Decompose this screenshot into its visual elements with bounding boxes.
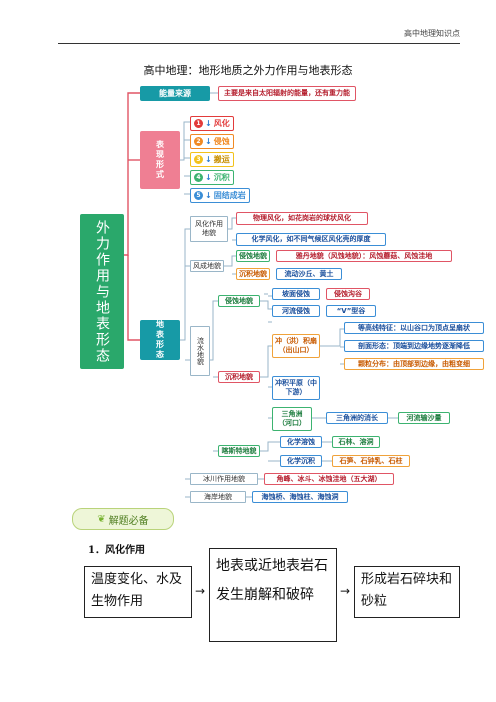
number-badge: 1 — [194, 119, 203, 128]
river-erosion-detail: “V”型谷 — [326, 305, 376, 317]
wind-erosion: 侵蚀地貌 — [236, 250, 270, 262]
surface-item: 5↓固结成岩 — [190, 188, 250, 203]
flow-arrow-icon: → — [340, 584, 351, 598]
chemical-deposit: 化学沉积 — [280, 455, 322, 467]
karst-deposit-detail: 石笋、石钟乳、石柱 — [332, 455, 410, 467]
leaf-icon: ❦ — [97, 513, 106, 525]
arrow-down-icon: ↓ — [205, 191, 212, 200]
wind-erosion-detail: 雅丹地貌（风蚀地貌）：风蚀蘑菇、风蚀洼地 — [276, 250, 452, 262]
fan-contour: 等高线特征：以山谷口为顶点呈扇状 — [344, 322, 484, 334]
arrow-down-icon: ↓ — [205, 155, 212, 164]
surface-item-label: 风化 — [213, 119, 230, 128]
arrow-down-icon: ↓ — [205, 119, 212, 128]
water-landform: 流水地貌 — [190, 326, 210, 376]
surface-item: 3↓搬运 — [190, 152, 234, 167]
physical-weathering: 物理风化，如花岗岩的球状风化 — [236, 212, 368, 225]
chemical-weathering: 化学风化，如不同气候区风化壳的厚度 — [236, 233, 386, 246]
section-heading: 1．风化作用 — [88, 545, 145, 556]
glacier-landform: 冰川作用地貌 — [190, 473, 258, 485]
landforms-node: 地表形态 — [140, 320, 180, 360]
surface-item: 2↓侵蚀 — [190, 134, 234, 149]
wind-landform: 风成地貌 — [190, 260, 224, 272]
surface-item-label: 固结成岩 — [213, 191, 246, 200]
weathering-landform: 风化作用地貌 — [190, 216, 228, 242]
arrow-down-icon: ↓ — [205, 137, 212, 146]
number-badge: 4 — [194, 173, 203, 182]
fan-particles: 颗粒分布：由顶部到边缘，由粗变细 — [344, 358, 484, 370]
surface-item: 4↓沉积 — [190, 170, 234, 185]
number-badge: 2 — [194, 137, 203, 146]
flow-arrow-icon: → — [195, 584, 206, 598]
river-sediment: 河流输沙量 — [398, 412, 450, 424]
water-deposit: 沉积地貌 — [218, 371, 260, 383]
arrow-down-icon: ↓ — [205, 173, 212, 182]
energy-detail: 主要是来自太阳辐射的能量，还有重力能 — [218, 86, 356, 101]
delta-growth: 三角洲的消长 — [326, 412, 388, 424]
surface-item-label: 侵蚀 — [213, 137, 230, 146]
flow-step-1: 温度变化、水及生物作用 — [84, 566, 192, 618]
slope-erosion-detail: 侵蚀沟谷 — [326, 288, 370, 300]
wind-deposit: 沉积地貌 — [236, 268, 270, 280]
alluvial-plain: 冲积平原（中下游） — [272, 376, 320, 400]
flow-step-2: 地表或近地表岩石发生崩解和破碎 — [209, 548, 337, 642]
energy-node: 能量来源 — [140, 86, 210, 101]
surface-item-label: 沉积 — [213, 173, 230, 182]
river-erosion: 河流侵蚀 — [272, 305, 320, 317]
alluvial-fan: 冲（洪）积扇（出山口） — [272, 334, 320, 358]
header-rule — [58, 43, 460, 44]
fan-profile: 剖面形态：顶端到边缘地势逐渐降低 — [344, 340, 484, 352]
solution-badge: ❦ 解题必备 — [72, 508, 174, 530]
chemical-solution: 化学溶蚀 — [280, 436, 322, 448]
wind-deposit-detail: 流动沙丘、黄土 — [276, 268, 342, 280]
page-title: 高中地理：地形地质之外力作用与地表形态 — [143, 64, 353, 77]
number-badge: 5 — [194, 191, 203, 200]
surface-item: 1↓风化 — [190, 116, 234, 131]
coast-landform: 海岸地貌 — [190, 491, 246, 503]
glacier-detail: 角峰、冰斗、冰蚀洼地（五大湖） — [264, 473, 394, 485]
karst-landform: 喀斯特地貌 — [218, 445, 260, 457]
root-node: 外力作用与地表形态 — [80, 214, 124, 369]
flow-step-3: 形成岩石碎块和砂粒 — [354, 566, 460, 618]
coast-detail: 海蚀桥、海蚀柱、海蚀洞 — [252, 491, 348, 503]
delta: 三角洲（河口） — [272, 407, 312, 431]
water-erosion: 侵蚀地貌 — [218, 295, 260, 307]
karst-solution-detail: 石林、溶洞 — [332, 436, 380, 448]
slope-erosion: 坡面侵蚀 — [272, 288, 320, 300]
surface-item-label: 搬运 — [213, 155, 230, 164]
header-note: 高中地理知识点 — [404, 29, 460, 38]
surface-node: 表现形式 — [140, 131, 180, 189]
badge-label: 解题必备 — [108, 515, 149, 527]
number-badge: 3 — [194, 155, 203, 164]
